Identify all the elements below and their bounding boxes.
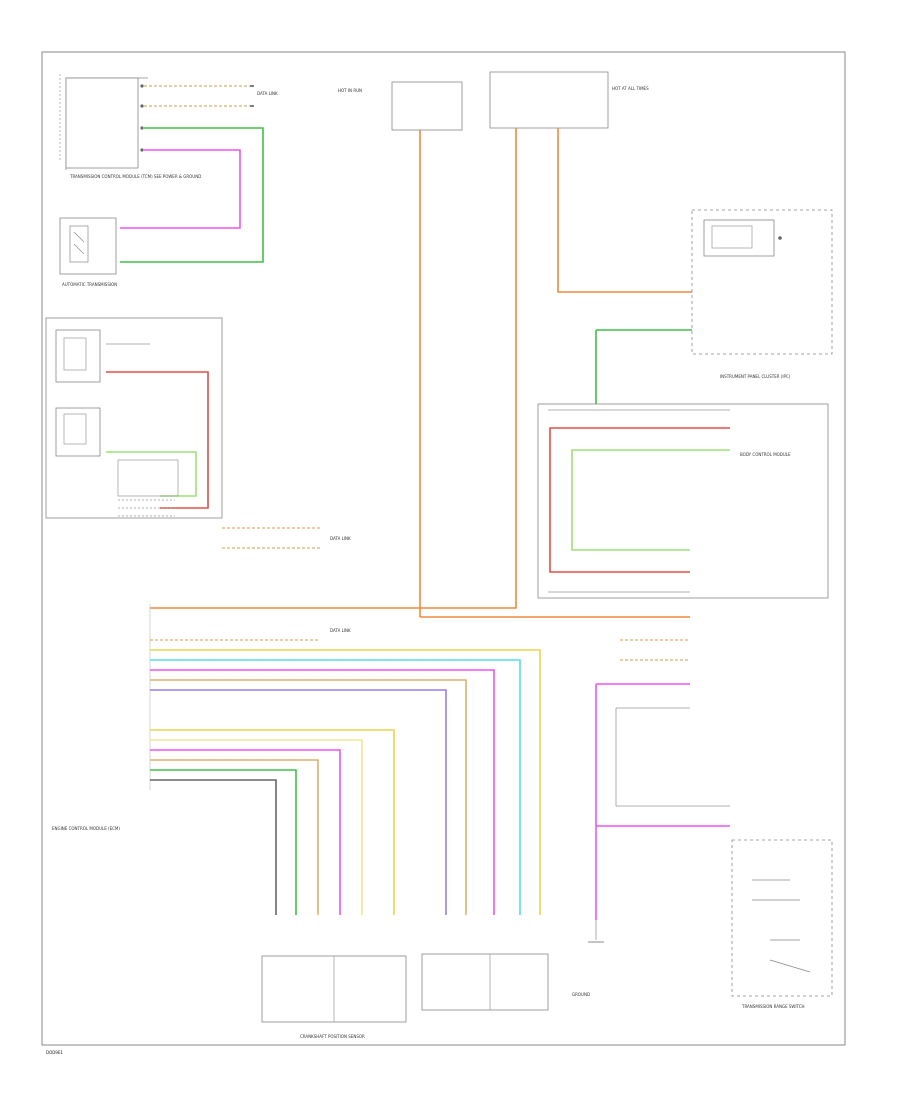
diagram-frame <box>41 51 846 1046</box>
wire-orange-batt <box>150 128 517 609</box>
ecm-connector: ENGINE CONTROL MODULE (ECM) DATA LINK <box>52 604 351 831</box>
wire-orange-batt-2 <box>557 128 696 293</box>
tcm-connector-label: TRANSMISSION CONTROL MODULE (TCM) SEE PO… <box>69 174 201 179</box>
trans-range-label: TRANSMISSION RANGE SWITCH <box>741 1004 805 1009</box>
body-control-module: BODY CONTROL MODULE <box>537 403 829 599</box>
fuse-block-left: HOT IN RUN <box>338 81 463 131</box>
wire-red-bcm <box>549 427 730 573</box>
data-link-label-1: DATA LINK <box>257 91 278 96</box>
body-module-label: BODY CONTROL MODULE <box>740 452 791 457</box>
ground-label: GROUND <box>572 992 590 997</box>
sensor-module <box>421 953 549 1011</box>
trans-range-switch: TRANSMISSION RANGE SWITCH <box>731 839 833 1009</box>
wire-magenta-ecm-2 <box>150 749 341 915</box>
wire-tan-ecm-2 <box>150 759 319 915</box>
auto-trans-label: AUTOMATIC TRANSMISSION <box>62 282 117 287</box>
wire-black-ecm <box>150 779 277 915</box>
footer-code: DOD9E1 <box>46 1050 63 1055</box>
hot-run-label: HOT IN RUN <box>338 88 362 93</box>
crank-sensor-label: CRANKSHAFT POSITION SENSOR <box>300 1034 365 1039</box>
cluster-label: INSTRUMENT PANEL CLUSTER (IPC) <box>720 374 791 379</box>
wire-tan-ecm <box>150 679 467 915</box>
ecm-connector-label: ENGINE CONTROL MODULE (ECM) <box>52 826 120 831</box>
wire-yellow-ecm <box>150 649 541 915</box>
wire-magenta-tcm <box>120 149 241 229</box>
wire-lightgreen-bcm <box>571 449 730 551</box>
tcm-connector-group: DATA LINK TRANSMISSION CONTROL MODULE (T… <box>59 74 278 179</box>
wire-cyan-ecm <box>150 659 521 915</box>
wire-green-ecm <box>150 769 297 915</box>
shift-solenoid: AUTOMATIC TRANSMISSION <box>59 217 117 287</box>
wire-lightyellow-ecm <box>150 739 363 915</box>
hot-all-label: HOT AT ALL TIMES <box>612 86 649 91</box>
fuse-block-right: HOT AT ALL TIMES <box>489 71 649 129</box>
data-link-label-3: DATA LINK <box>330 628 351 633</box>
data-link-label-2: DATA LINK <box>330 536 351 541</box>
wire-green-tcm <box>120 127 264 263</box>
speed-sensor-group <box>45 317 223 519</box>
crank-sensor: CRANKSHAFT POSITION SENSOR <box>261 955 407 1039</box>
wire-red-sensor <box>106 371 209 509</box>
wire-violet-ecm <box>150 689 447 915</box>
instrument-cluster: INSTRUMENT PANEL CLUSTER (IPC) <box>691 209 833 379</box>
wire-yellow-ecm-2 <box>150 729 395 915</box>
wire-magenta-ecm <box>150 669 495 915</box>
ground-symbol: GROUND <box>572 920 604 997</box>
